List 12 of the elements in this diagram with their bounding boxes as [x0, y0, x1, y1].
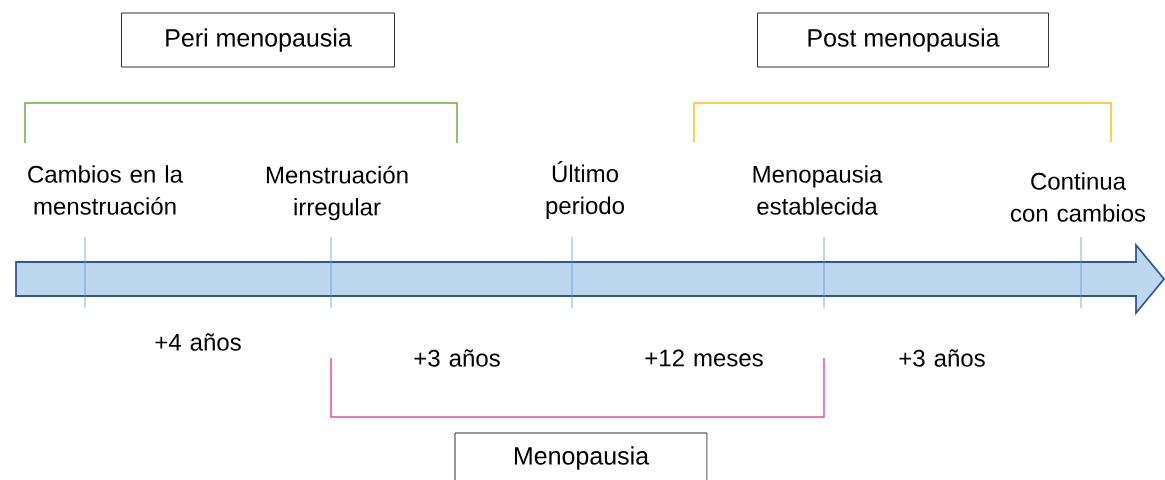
duration-label: +3 años [414, 349, 500, 367]
phase-box: Menopausia [454, 432, 708, 480]
duration-label: +3 años [899, 349, 985, 367]
duration-label: +4 años [155, 333, 241, 351]
milestone-label: Último periodo [546, 161, 624, 219]
milestone-label: Cambios en la menstruación [28, 165, 183, 215]
phase-box: Post menopausia [757, 12, 1049, 68]
duration-label: +12 meses [645, 349, 763, 367]
milestone-label: Continua con cambios [1011, 172, 1146, 222]
milestone-label: Menopausia establecida [753, 165, 883, 215]
phase-box: Peri menopausia [121, 12, 395, 68]
milestone-label: Menstruación irregular [266, 165, 408, 221]
